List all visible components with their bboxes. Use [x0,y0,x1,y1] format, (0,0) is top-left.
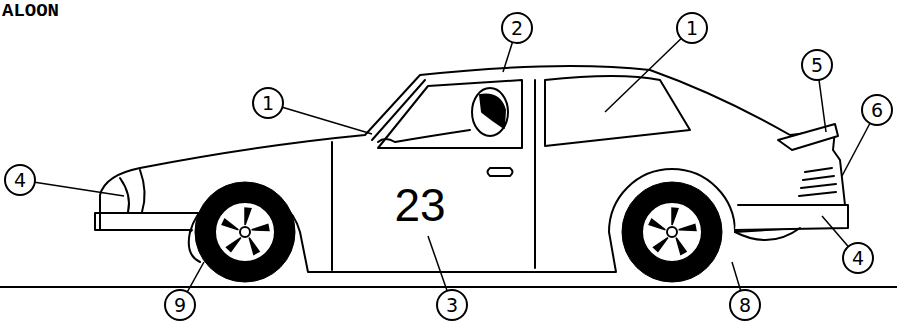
wheel-spoke [222,219,238,230]
wheel-spoke [245,208,251,225]
ground-line [0,286,897,288]
front-bumper [95,213,198,230]
wheel-spoke [679,225,696,231]
leader-line [282,107,372,134]
wheel-spoke [654,238,668,252]
leader-line [503,42,512,72]
callout-number: 8 [739,296,751,315]
tyre [622,182,722,282]
callout-circle [730,290,760,320]
title: ALOON [2,2,59,21]
wheel-spoke [249,238,259,255]
tyre [195,182,295,282]
wheel-spoke [672,208,678,225]
hub [240,227,250,237]
callout-circle [677,13,707,43]
callout-number: 9 [174,296,186,315]
callout-number: 3 [446,296,458,315]
callout-number: 6 [871,101,883,120]
callout-circles [5,13,892,320]
wheel-spoke [252,225,269,231]
windscreen-frame [372,80,425,140]
headlight [120,170,145,212]
wheel [195,182,295,282]
callout-circle [862,95,892,125]
callout-circle [437,290,467,320]
rear-side-window [545,76,690,146]
callout-number: 4 [852,249,864,268]
callout-circle [802,50,832,80]
wheel-spoke [676,238,686,255]
callout-number: 2 [511,19,523,38]
wheel-spoke [649,219,665,230]
callout-circle [843,243,873,273]
leader-line [428,236,447,291]
callout-number: 1 [262,94,274,113]
spoiler [778,124,838,150]
wheel [622,182,722,282]
side-window [378,80,522,148]
door-handle [488,168,513,176]
wheels [195,182,722,282]
callout-circle [5,165,35,195]
driver-helmet [472,88,508,136]
race-number: 23 [394,182,445,228]
leader-line [842,123,870,176]
callout-circle [165,290,195,320]
wheel-spoke [227,238,241,252]
tail-light [799,168,836,196]
leader-line [187,262,204,292]
leader-line [732,262,741,291]
leader-line [35,182,124,196]
rim [642,202,702,262]
leader-line [605,38,681,112]
callout-circle [502,13,532,43]
callout-number: 1 [686,19,698,38]
callout-circle [253,88,283,118]
door-outline [332,80,535,270]
leader-line [819,80,826,132]
leader-line [822,216,848,247]
hub [667,227,677,237]
callout-number: 5 [811,56,823,75]
callout-number: 4 [14,171,26,190]
driver-arm [378,130,470,142]
rear-skirt [735,228,800,240]
rim [215,202,275,262]
helmet-visor [480,95,505,128]
